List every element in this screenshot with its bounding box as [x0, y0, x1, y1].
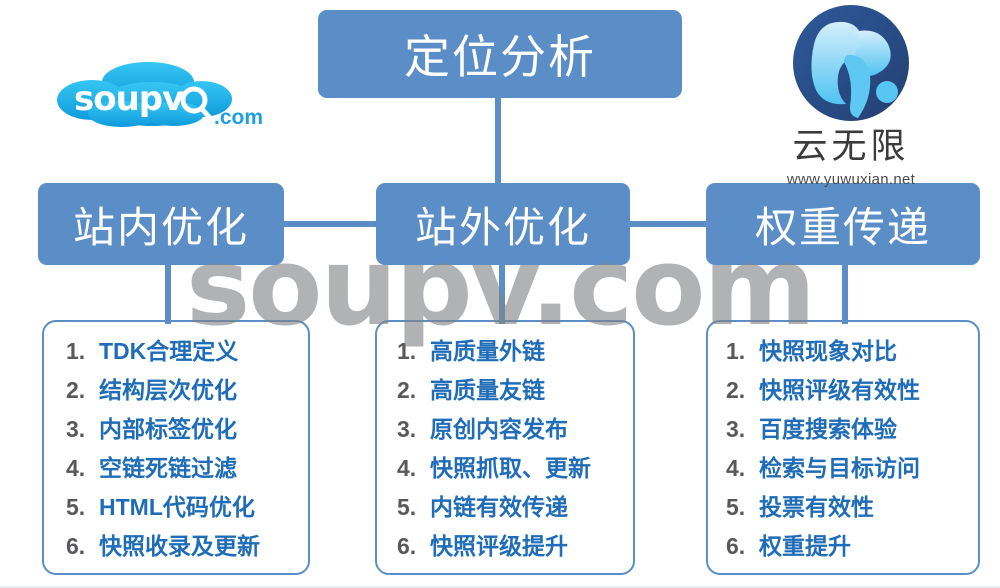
list-item[interactable]: 1. 高质量外链 — [377, 332, 633, 371]
connector-outside-to-list — [499, 262, 505, 324]
list-item-number: 5. — [726, 494, 746, 520]
list-offsite: 1. 高质量外链 2. 高质量友链 3. 原创内容发布 4. 快照抓取、更新 5. 内链有… — [377, 332, 633, 566]
list-item-number: 3. — [726, 416, 746, 442]
list-item-number: 2. — [66, 377, 86, 403]
list-item-number: 4. — [397, 455, 417, 481]
list-item[interactable]: 4. 空链死链过滤 — [44, 449, 308, 488]
list-item-label: 原创内容发布 — [430, 416, 568, 442]
svg-text:soupv: soupv — [74, 79, 184, 119]
list-item-label: 权重提升 — [759, 533, 851, 559]
list-item-number: 3. — [397, 416, 417, 442]
list-item-label: 快照抓取、更新 — [430, 455, 591, 481]
list-item-number: 6. — [726, 533, 746, 559]
list-item-number: 3. — [66, 416, 86, 442]
list-item-label: 百度搜索体验 — [759, 416, 897, 442]
bottom-divider — [0, 586, 1000, 588]
list-item-label: TDK合理定义 — [99, 338, 239, 364]
list-panel-offsite: 1. 高质量外链 2. 高质量友链 3. 原创内容发布 4. 快照抓取、更新 5. 内链有… — [375, 320, 635, 575]
list-item[interactable]: 3. 原创内容发布 — [377, 410, 633, 449]
list-item[interactable]: 6. 快照评级提升 — [377, 527, 633, 566]
connector-root-to-branches — [495, 96, 501, 186]
list-item[interactable]: 5. 投票有效性 — [708, 488, 978, 527]
list-item-label: 高质量外链 — [430, 338, 545, 364]
list-item[interactable]: 4. 快照抓取、更新 — [377, 449, 633, 488]
list-item-number: 1. — [726, 338, 746, 364]
list-item-label: 快照现象对比 — [759, 338, 897, 364]
list-item-label: 空链死链过滤 — [99, 455, 237, 481]
list-item-number: 1. — [66, 338, 86, 364]
list-item[interactable]: 3. 百度搜索体验 — [708, 410, 978, 449]
yuwuxian-logo: 云无限 www.yuwuxian.net — [756, 4, 946, 188]
list-item[interactable]: 3. 内部标签优化 — [44, 410, 308, 449]
list-item-label: 快照评级提升 — [430, 533, 568, 559]
yuwuxian-brand-name: 云无限 — [792, 127, 910, 167]
node-branch-weight-transfer[interactable]: 权重传递 — [706, 183, 980, 265]
list-item-number: 4. — [726, 455, 746, 481]
circle-y-mark-icon — [793, 5, 909, 121]
list-item[interactable]: 6. 快照收录及更新 — [44, 527, 308, 566]
connector-inside-to-list — [165, 262, 171, 324]
list-item-label: 快照评级有效性 — [759, 377, 920, 403]
list-item-label: HTML代码优化 — [99, 494, 255, 520]
connector-outside-to-weight — [630, 221, 712, 227]
list-item[interactable]: 5. HTML代码优化 — [44, 488, 308, 527]
list-item-label: 检索与目标访问 — [759, 455, 920, 481]
list-item-label: 结构层次优化 — [99, 377, 237, 403]
soupv-logo: soupv .com — [52, 62, 292, 140]
list-item[interactable]: 2. 快照评级有效性 — [708, 371, 978, 410]
list-item[interactable]: 6. 权重提升 — [708, 527, 978, 566]
list-item-number: 6. — [397, 533, 417, 559]
list-item-label: 快照收录及更新 — [99, 533, 260, 559]
soupv-domain-suffix: .com — [214, 106, 264, 129]
list-item[interactable]: 5. 内链有效传递 — [377, 488, 633, 527]
list-item-number: 2. — [397, 377, 417, 403]
list-item-label: 内部标签优化 — [99, 416, 237, 442]
list-item[interactable]: 2. 结构层次优化 — [44, 371, 308, 410]
node-branch-offsite-optimization[interactable]: 站外优化 — [376, 183, 630, 265]
list-item-label: 高质量友链 — [430, 377, 545, 403]
list-item[interactable]: 1. 快照现象对比 — [708, 332, 978, 371]
connector-inside-to-outside — [278, 221, 380, 227]
cloud-with-magnifier-icon: soupv — [57, 62, 232, 127]
list-panel-onsite: 1. TDK合理定义 2. 结构层次优化 3. 内部标签优化 4. 空链死链过滤 5. H… — [42, 320, 310, 575]
node-root-positioning-analysis[interactable]: 定位分析 — [318, 10, 682, 98]
list-onsite: 1. TDK合理定义 2. 结构层次优化 3. 内部标签优化 4. 空链死链过滤 5. H… — [44, 332, 308, 566]
list-item-number: 2. — [726, 377, 746, 403]
list-item[interactable]: 4. 检索与目标访问 — [708, 449, 978, 488]
connector-weight-to-list — [842, 262, 848, 324]
list-item-label: 内链有效传递 — [430, 494, 568, 520]
list-panel-weight: 1. 快照现象对比 2. 快照评级有效性 3. 百度搜索体验 4. 检索与目标访问 5.… — [706, 320, 980, 575]
list-item[interactable]: 2. 高质量友链 — [377, 371, 633, 410]
list-item-number: 1. — [397, 338, 417, 364]
list-weight: 1. 快照现象对比 2. 快照评级有效性 3. 百度搜索体验 4. 检索与目标访问 5.… — [708, 332, 978, 566]
yuwuxian-url: www.yuwuxian.net — [786, 171, 916, 188]
list-item-number: 4. — [66, 455, 86, 481]
list-item-number: 6. — [66, 533, 86, 559]
list-item[interactable]: 1. TDK合理定义 — [44, 332, 308, 371]
list-item-label: 投票有效性 — [759, 494, 874, 520]
node-branch-onsite-optimization[interactable]: 站内优化 — [38, 183, 284, 265]
list-item-number: 5. — [397, 494, 417, 520]
list-item-number: 5. — [66, 494, 86, 520]
